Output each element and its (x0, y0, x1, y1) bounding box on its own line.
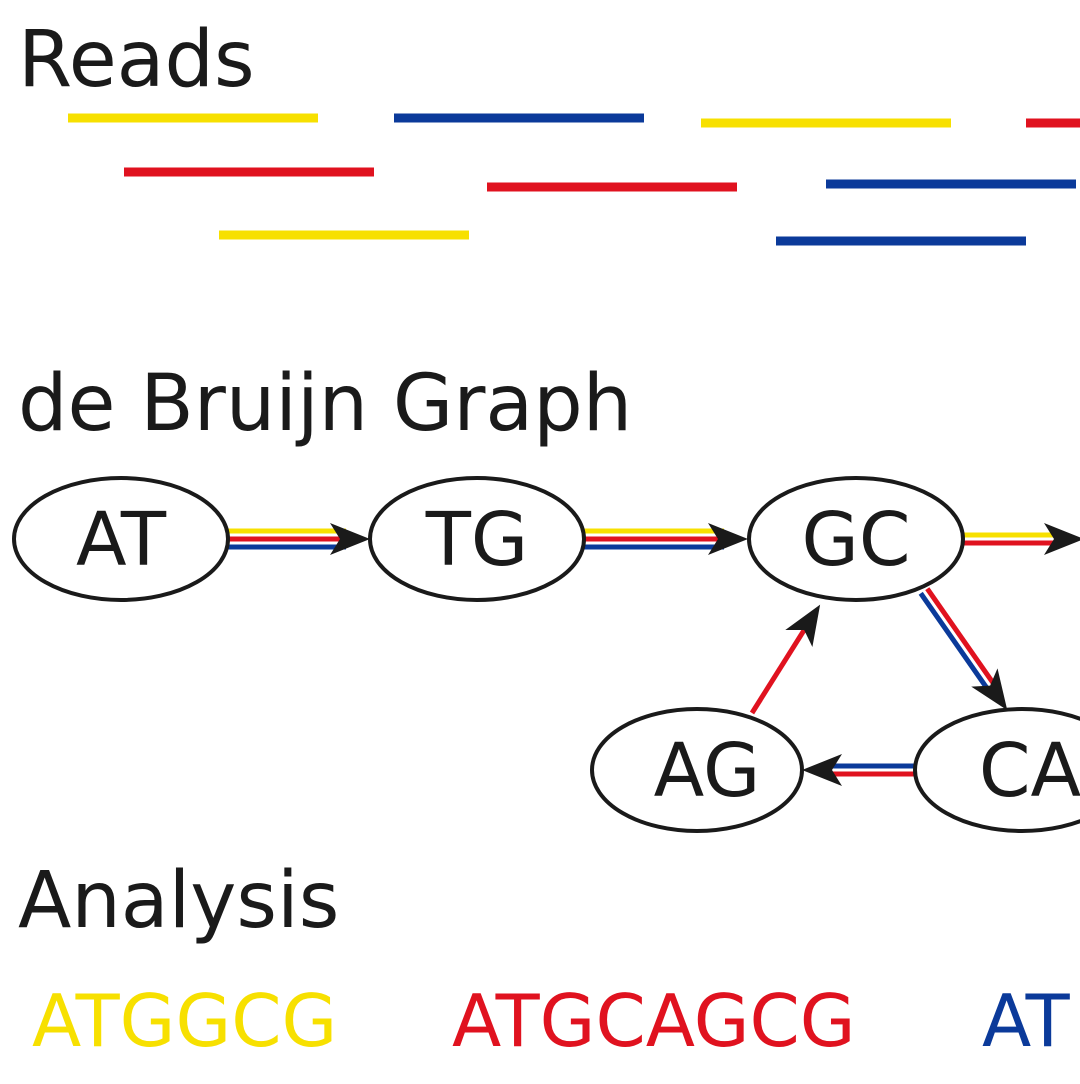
graph-title: de Bruijn Graph (18, 359, 632, 449)
edge-gc-ca (918, 587, 1008, 711)
node-ag-label: AG (654, 728, 761, 814)
node-tg-label: TG (425, 497, 529, 583)
edge-strand (925, 587, 999, 690)
reads-group (68, 113, 1080, 246)
edge-gc-cg (963, 523, 1080, 555)
graph-edges (228, 523, 1080, 786)
edge-tg-gc (584, 523, 748, 555)
node-tg: TG (368, 476, 586, 602)
edge-strand (918, 591, 993, 695)
node-gc: GC (747, 476, 965, 602)
edge-strand (749, 623, 810, 715)
edge-ag-gc (749, 604, 821, 715)
edge-at-tg (228, 523, 370, 555)
reads-title: Reads (18, 15, 255, 105)
node-gc-label: GC (801, 497, 910, 583)
node-at: AT (12, 476, 230, 602)
analysis-title: Analysis (18, 856, 339, 946)
node-at-label: AT (76, 497, 167, 583)
sequence-3: AT (982, 979, 1071, 1063)
node-ag: AG (590, 707, 804, 833)
node-ca: CA (913, 707, 1080, 833)
edge-ca-ag (802, 754, 915, 786)
sequence-1: ATGGCG (32, 979, 337, 1063)
sequence-2: ATGCAGCG (452, 979, 856, 1063)
node-ca-label: CA (979, 728, 1080, 814)
arrowhead-icon (971, 668, 1008, 711)
